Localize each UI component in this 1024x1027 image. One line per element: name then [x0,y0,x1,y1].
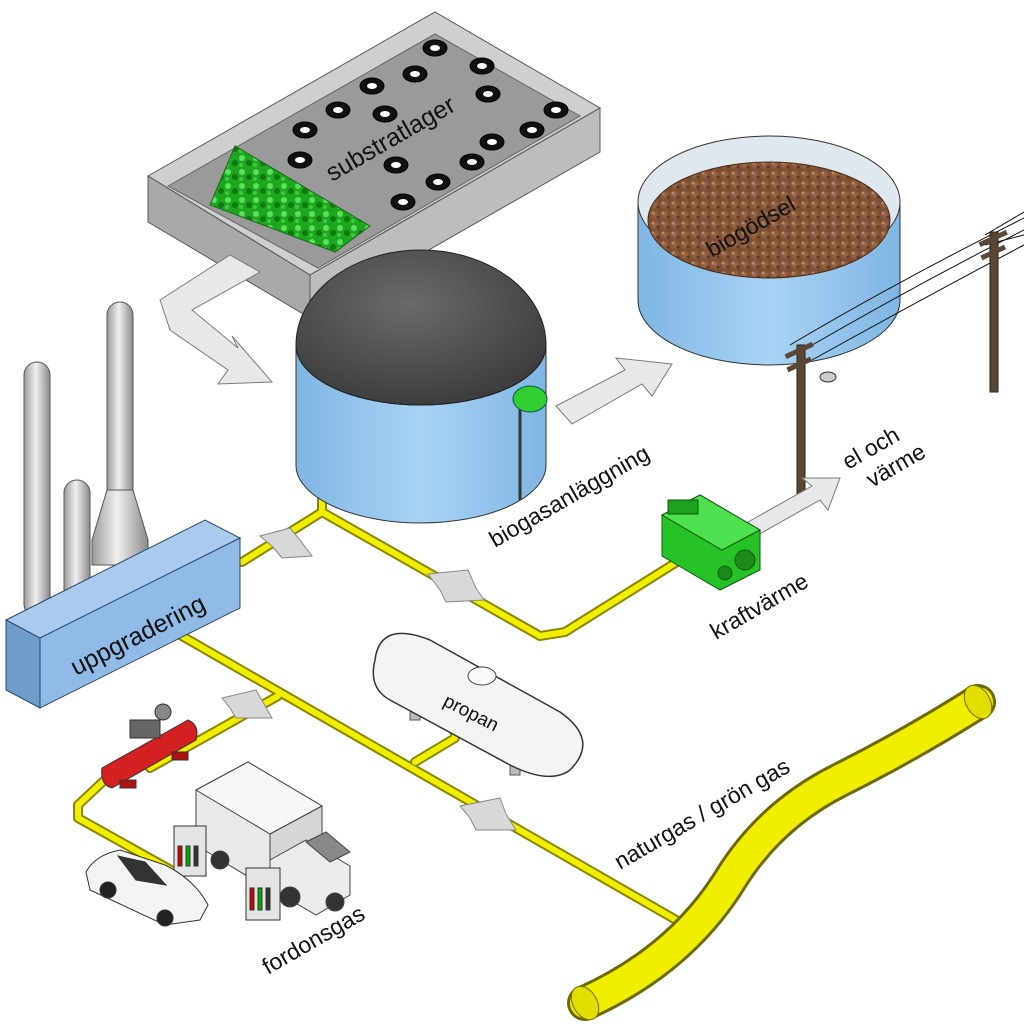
digestate-tank: biogödsel [637,135,901,366]
propane-tank: propan [372,632,584,778]
fuel-pump-2 [245,867,281,921]
chp-engine [660,494,762,591]
upgrading-unit: uppgradering [4,519,242,709]
digester [295,249,548,524]
flow-arrow-substrate [159,254,274,385]
pipe-flow-arrows [221,527,517,831]
silage-pile [209,145,371,253]
compressor [101,703,198,789]
gas-stacks [23,301,149,621]
car [85,849,209,927]
truck [194,761,351,916]
power-lines [784,211,1024,506]
fuel-pump-1 [173,825,207,877]
gas-grid-pipe [567,684,996,1021]
tyres [287,39,569,211]
flow-arrow-power [747,477,841,537]
flow-arrow-digestate [555,357,673,425]
substrate-store: substratlager [147,11,601,319]
